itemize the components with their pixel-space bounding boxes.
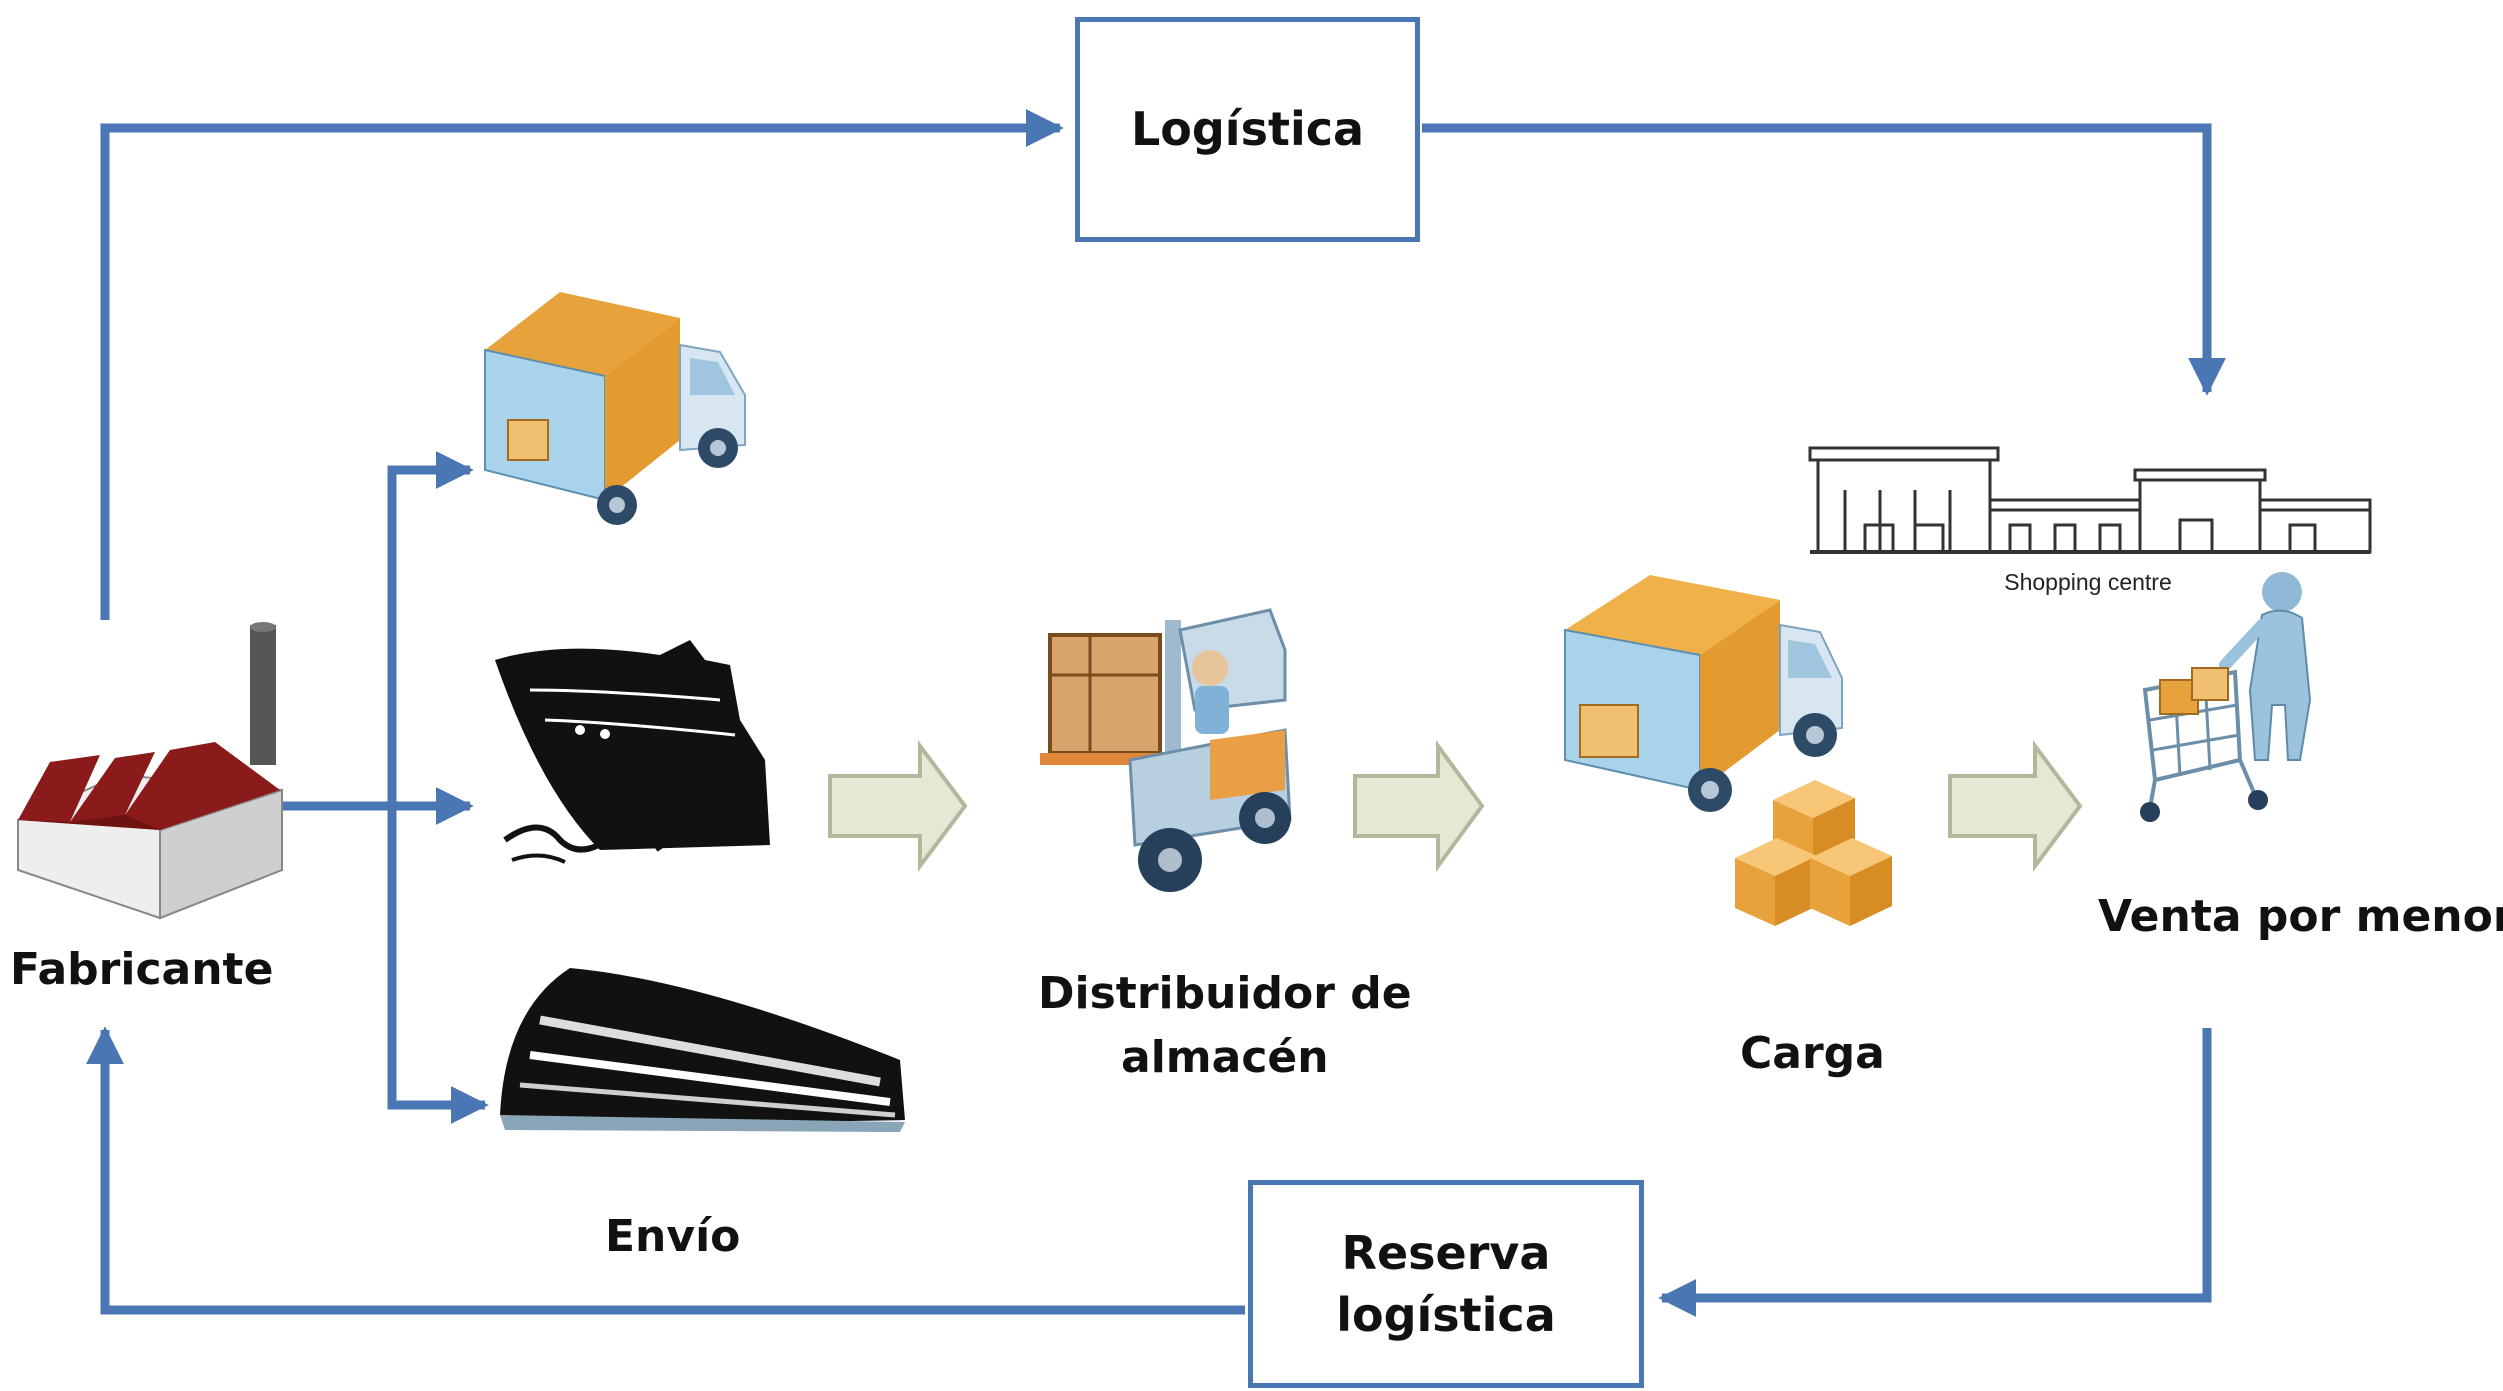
flow-connectors	[86, 109, 2226, 1317]
reverse-logistics-box: Reserva logística	[1248, 1180, 1644, 1388]
cargo-ship-icon	[495, 640, 770, 864]
shipping-label: Envío	[605, 1211, 741, 1262]
shopping-centre-caption: Shopping centre	[2004, 569, 2172, 595]
stacked-boxes-icon	[1735, 780, 1892, 926]
manufacturer-label: Fabricante	[10, 944, 274, 995]
cargo-label: Carga	[1740, 1028, 1885, 1079]
delivery-truck-icon	[484, 292, 746, 525]
block-arrow-2	[1353, 739, 1485, 873]
shopper-cart-icon	[2140, 572, 2312, 822]
warehouse-label-line1: Distribuidor de	[1038, 968, 1412, 1019]
connector-retail-to-reverse	[1658, 1028, 2212, 1317]
logistics-box: Logística	[1075, 17, 1420, 242]
factory-icon	[17, 622, 283, 920]
shopping-centre-icon	[1808, 446, 2372, 554]
connector-to-train	[387, 806, 489, 1124]
retail-label: Venta por menor	[2098, 891, 2503, 942]
warehouse-label-line2: almacén	[1121, 1031, 1329, 1083]
connector-logistics-to-retail	[1422, 123, 2226, 396]
connector-manufacturer-to-logistics	[100, 109, 1064, 620]
train-icon	[500, 968, 905, 1132]
forklift-icon	[1040, 608, 1292, 892]
cargo-truck-icon	[1564, 575, 1843, 812]
warehouse-distributor-label: Distribuidor de almacén	[1038, 962, 1412, 1090]
block-arrow-1	[828, 740, 968, 872]
connector-to-truck	[387, 451, 474, 806]
logistics-label: Logística	[1130, 102, 1365, 157]
reverse-logistics-label-line1: Reserva	[1341, 1225, 1551, 1280]
reverse-logistics-label-line2: logística	[1336, 1288, 1556, 1342]
connector-reverse-to-manufacturer	[86, 1026, 1245, 1315]
block-arrow-3	[1948, 740, 2083, 872]
